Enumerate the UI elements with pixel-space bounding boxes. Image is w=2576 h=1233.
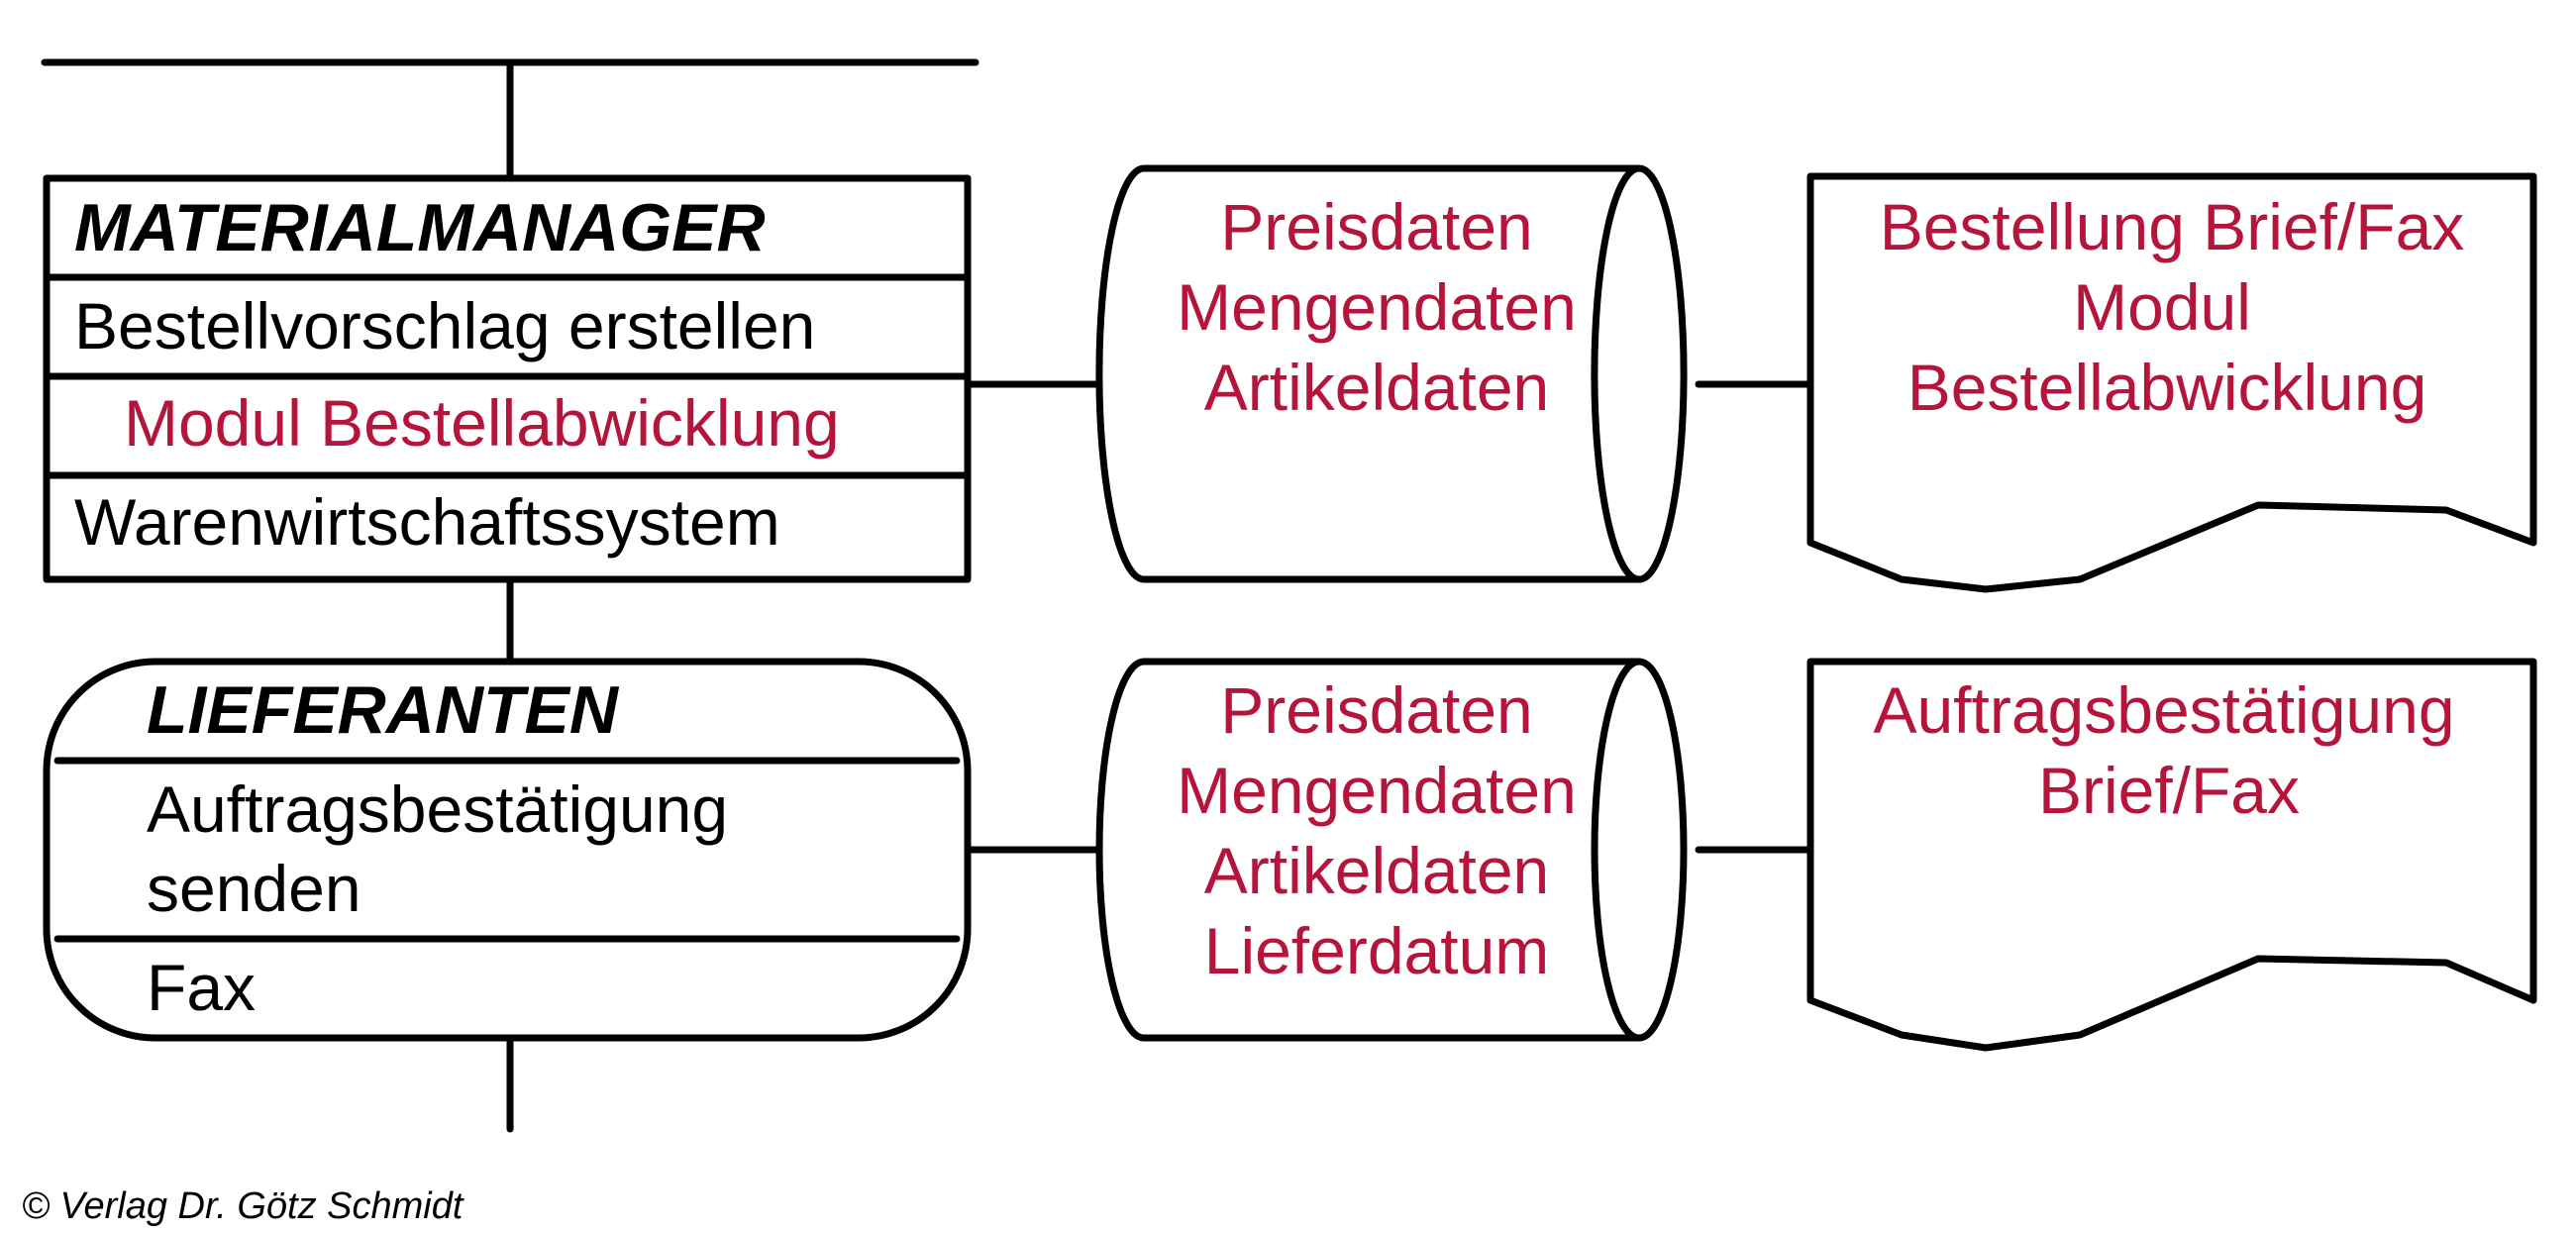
supplier-block: LIEFERANTEN Auftragsbestätigung senden F…: [43, 658, 972, 1042]
data-store-2-line-1: Preisdaten: [1220, 673, 1533, 747]
data-store-1: Preisdaten Mengendaten Artikeldaten: [1095, 164, 1688, 583]
document-1-line-2: Modul: [2073, 270, 2251, 344]
document-2-line-1: Auftragsbestätigung: [1873, 673, 2454, 747]
supplier-block-function-line1: Auftragsbestätigung: [147, 772, 728, 846]
data-store-2: Preisdaten Mengendaten Artikeldaten Lief…: [1095, 658, 1688, 1042]
data-store-1-line-1: Preisdaten: [1220, 190, 1533, 263]
document-1-line-1: Bestellung Brief/Fax: [1880, 190, 2465, 263]
document-2: Auftragsbestätigung Brief/Fax: [1806, 658, 2537, 1052]
data-store-1-end: [1591, 164, 1643, 583]
function-block-system: Warenwirtschaftssystem: [74, 485, 780, 559]
document-2-line-2: Brief/Fax: [2038, 754, 2300, 827]
data-store-1-line-3: Artikeldaten: [1204, 351, 1550, 424]
document-1: Bestellung Brief/Fax Modul Bestellabwick…: [1806, 172, 2537, 593]
document-2-shape: [1806, 658, 2537, 1052]
data-store-2-line-2: Mengendaten: [1177, 754, 1577, 827]
data-store-1-line-2: Mengendaten: [1177, 270, 1577, 344]
supplier-block-title: LIEFERANTEN: [147, 672, 620, 748]
document-1-shape: [1806, 172, 2537, 593]
function-block-title: MATERIALMANAGER: [74, 190, 766, 265]
supplier-block-function-line2: senden: [147, 852, 361, 925]
data-store-2-end: [1591, 658, 1643, 1042]
supplier-block-medium: Fax: [147, 951, 256, 1024]
supplier-block-frame: [43, 658, 972, 1042]
function-block-function: Bestellvorschlag erstellen: [74, 289, 815, 362]
data-store-2-line-3: Artikeldaten: [1204, 834, 1550, 907]
function-block: MATERIALMANAGER Bestellvorschlag erstell…: [43, 174, 972, 583]
copyright-notice: © Verlag Dr. Götz Schmidt: [22, 1185, 464, 1227]
function-block-module: Modul Bestellabwicklung: [124, 386, 840, 460]
data-store-2-line-4: Lieferdatum: [1204, 914, 1550, 987]
document-1-line-3: Bestellabwicklung: [1907, 351, 2427, 424]
